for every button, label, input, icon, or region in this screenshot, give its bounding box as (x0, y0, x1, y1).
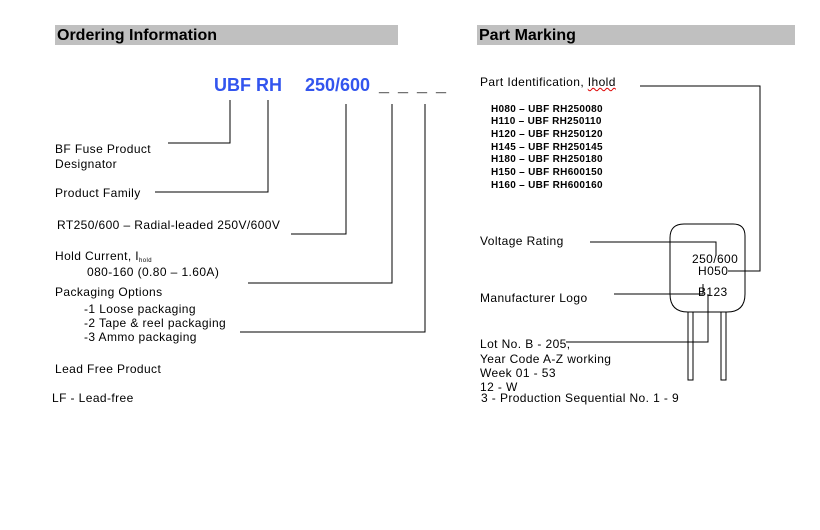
lot-line: Year Code A-Z working (480, 352, 612, 366)
designator-label-line2: Designator (55, 157, 118, 171)
part-id-prefix: Part Identification, (480, 75, 588, 89)
ordering-info-header: Ordering Information (55, 25, 398, 45)
manufacturer-logo-label: Manufacturer Logo (480, 291, 588, 305)
packaging-option: -1 Loose packaging (84, 302, 196, 316)
device-hold-text: H050 (698, 264, 729, 278)
code-blanks: _ _ _ _ (379, 75, 449, 95)
part-id-leader-line (640, 85, 761, 272)
part-id-label: Part Identification, Ihold (480, 75, 616, 89)
packaging-option: -3 Ammo packaging (84, 330, 197, 344)
sequential-label: 3 - Production Sequential No. 1 - 9 (481, 391, 680, 405)
lot-line: Week 01 - 53 (480, 366, 556, 380)
device-lot-text: B123 (698, 285, 728, 299)
product-family-label: Product Family (55, 186, 141, 200)
device-lead-left (687, 311, 694, 381)
device-body-outline (669, 223, 746, 313)
hold-current-label: Hold Current, Ihold (55, 249, 152, 268)
code-rating: 250/600 (305, 75, 371, 95)
code-prefix: UBF RH (214, 75, 282, 95)
hold-current-text: Hold Current, I (55, 249, 140, 263)
packaging-title: Packaging Options (55, 285, 163, 299)
packaging-option: -2 Tape & reel packaging (84, 316, 227, 330)
part-id-item: H110 – UBF RH250110 (491, 116, 602, 127)
product-family-leader-line (155, 100, 269, 193)
designator-leader-line (168, 100, 231, 144)
designator-label-line1: BF Fuse Product (55, 142, 152, 156)
part-id-item: H160 – UBF RH600160 (491, 180, 603, 191)
hold-current-leader-line (248, 104, 393, 284)
device-rating-text: 250/600 (692, 252, 739, 266)
logo-leader-line (614, 284, 704, 295)
lead-free-value: LF - Lead-free (52, 391, 134, 405)
part-id-item: H180 – UBF RH250180 (491, 154, 603, 165)
part-id-item: H150 – UBF RH600150 (491, 167, 603, 178)
part-id-item: H120 – UBF RH250120 (491, 129, 603, 140)
part-id-item: H145 – UBF RH250145 (491, 142, 603, 153)
rt-line: RT250/600 – Radial-leaded 250V/600V (57, 218, 281, 232)
part-id-word: Ihold (587, 75, 616, 89)
hold-current-subscript: hold (139, 258, 152, 264)
lead-free-title: Lead Free Product (55, 362, 162, 376)
device-lead-right (720, 311, 727, 381)
part-marking-header: Part Marking (477, 25, 795, 45)
voltage-leader-line (590, 241, 717, 256)
rating-leader-line (291, 104, 347, 235)
lot-leader-line (566, 294, 709, 343)
lot-line: Lot No. B - 205, (480, 337, 571, 351)
part-id-item: H080 – UBF RH250080 (491, 104, 603, 115)
lot-line: 12 - W (480, 380, 518, 394)
packaging-leader-line (240, 104, 426, 333)
voltage-rating-label: Voltage Rating (480, 234, 564, 248)
hold-current-range: 080-160 (0.80 – 1.60A) (87, 265, 220, 279)
